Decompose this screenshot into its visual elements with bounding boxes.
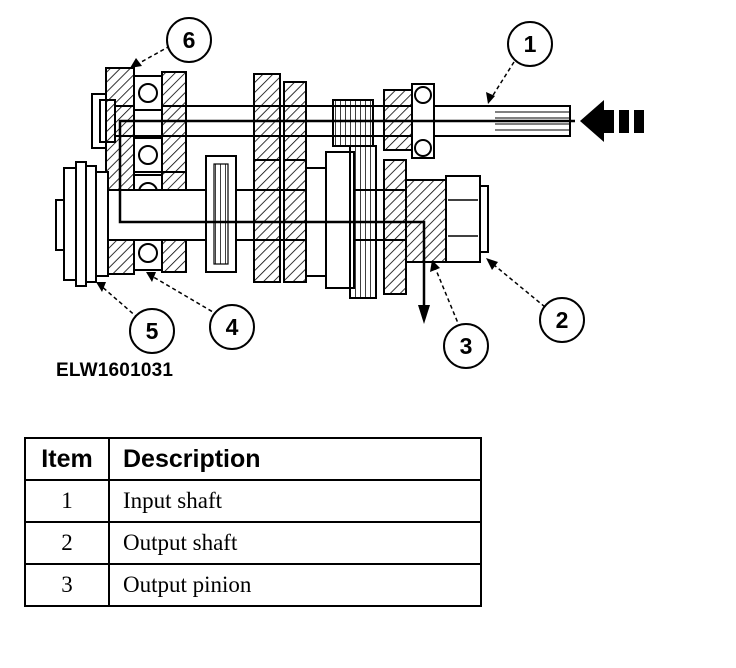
row-description: Output pinion xyxy=(108,563,482,607)
callout-6-label: 6 xyxy=(183,27,196,53)
row-description: Input shaft xyxy=(108,479,482,523)
header-description: Description xyxy=(108,437,482,481)
power-flow-line xyxy=(118,119,575,324)
left-drum xyxy=(55,161,109,287)
gearbox-diagram: 1 2 3 4 5 6 xyxy=(55,17,644,369)
table-row: 3 Output pinion xyxy=(24,563,482,607)
callout-5-label: 5 xyxy=(146,318,159,344)
callout-leaders xyxy=(99,45,546,329)
callout-1-label: 1 xyxy=(524,31,537,57)
callout-2: 2 xyxy=(539,297,585,343)
table-row: 1 Input shaft xyxy=(24,479,482,523)
callout-4-label: 4 xyxy=(226,314,239,340)
row-item: 3 xyxy=(24,563,110,607)
legend-table: Item Description 1 Input shaft 2 Output … xyxy=(24,437,482,607)
header-item: Item xyxy=(24,437,110,481)
callout-5: 5 xyxy=(129,308,175,354)
triple-bar-arrow-icon xyxy=(580,100,644,142)
row-item: 2 xyxy=(24,521,110,565)
table-row: 2 Output shaft xyxy=(24,521,482,565)
figure-code: ELW1601031 xyxy=(56,360,174,381)
callout-2-label: 2 xyxy=(556,307,569,333)
row-description: Output shaft xyxy=(108,521,482,565)
callout-3: 3 xyxy=(443,323,489,369)
callout-3-label: 3 xyxy=(460,333,473,359)
legend-header-row: Item Description xyxy=(24,437,482,481)
row-item: 1 xyxy=(24,479,110,523)
input-gears xyxy=(253,73,435,161)
callout-4: 4 xyxy=(209,304,255,350)
callout-1: 1 xyxy=(507,21,553,67)
callout-arrowheads xyxy=(96,58,498,292)
callout-6: 6 xyxy=(166,17,212,63)
